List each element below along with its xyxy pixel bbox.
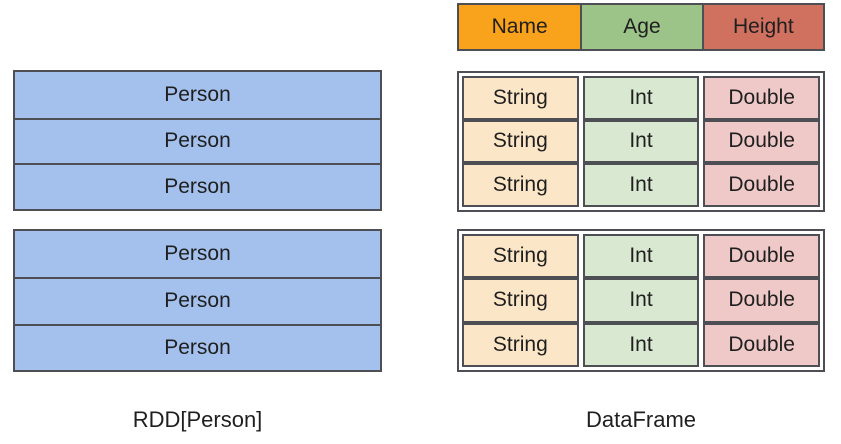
cell-double: Double [703,76,820,120]
cell-int: Int [582,163,700,207]
rdd-partition-1: Person Person Person [13,70,382,211]
cell-string: String [462,322,579,367]
cell-string: String [462,119,579,164]
cell-string: String [462,76,579,120]
rdd-row-person: Person [15,323,380,370]
cell-string: String [462,234,579,279]
dataframe-partition-1: String Int Double String Int Double Stri… [457,71,825,212]
dataframe-header-row: Name Age Height [457,3,825,51]
header-cell-name: Name [459,5,581,49]
cell-double: Double [703,322,820,367]
rdd-partition-2: Person Person Person [13,229,382,372]
rdd-row-person: Person [15,117,380,164]
header-cell-height: Height [701,5,823,49]
rdd-row-person: Person [15,72,380,118]
cell-int: Int [582,322,700,367]
cell-int: Int [582,119,700,164]
dataframe-partition-2: String Int Double String Int Double Stri… [457,229,825,372]
rdd-row-person: Person [15,163,380,209]
cell-double: Double [703,119,820,164]
rdd-row-person: Person [15,277,380,324]
rdd-row-person: Person [15,231,380,278]
cell-int: Int [582,234,700,279]
rdd-label: RDD[Person] [132,407,263,432]
cell-double: Double [703,278,820,323]
cell-double: Double [703,163,820,207]
cell-string: String [462,163,579,207]
cell-int: Int [582,278,700,323]
cell-string: String [462,278,579,323]
cell-int: Int [582,76,700,120]
dataframe-label: DataFrame [585,407,697,432]
cell-double: Double [703,234,820,279]
header-cell-age: Age [580,5,702,49]
